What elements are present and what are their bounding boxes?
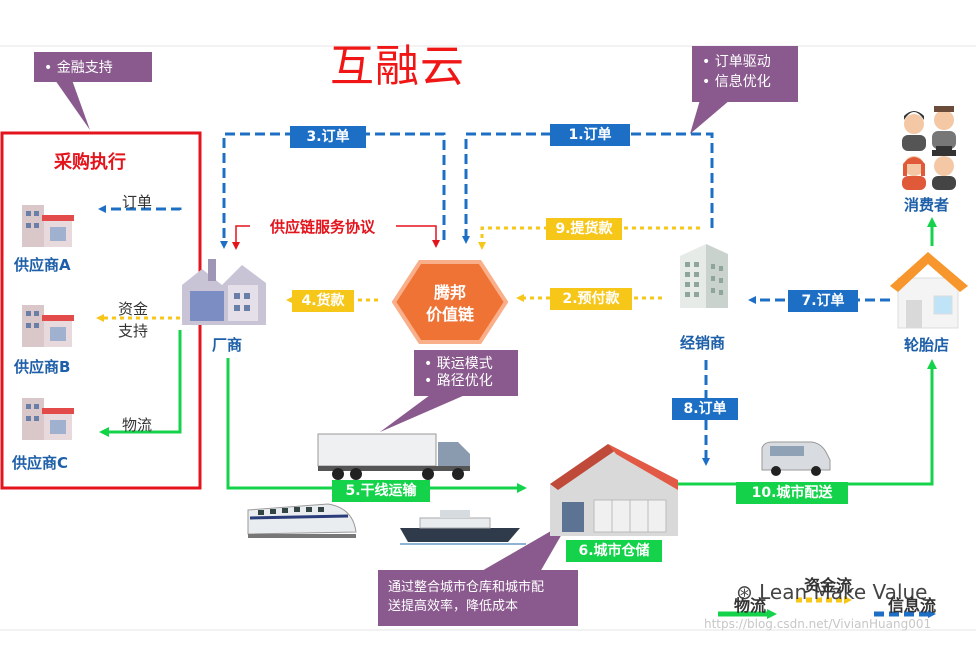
distributor-tower-icon xyxy=(680,244,728,308)
platform-hexagon xyxy=(391,260,509,344)
supplier-b-label: 供应商B xyxy=(14,358,71,376)
wechat-icon: ⊛ xyxy=(736,580,753,604)
flow-5-tag: 5.干线运输 xyxy=(332,480,430,502)
supplier-buildings xyxy=(22,205,74,440)
finance-callout: • 金融支持 xyxy=(34,52,152,82)
flow-1-tag: 1.订单 xyxy=(550,124,630,146)
flow-3-tag: 3.订单 xyxy=(290,126,366,148)
agreement-arrows xyxy=(232,225,440,250)
house-icon xyxy=(890,252,968,329)
supplier-b-building-icon xyxy=(22,305,74,347)
watermark: https://blog.csdn.net/VivianHuang001 xyxy=(704,617,932,631)
flow-10-tag: 10.城市配送 xyxy=(736,482,848,504)
van-icon xyxy=(761,441,831,476)
flow-4-tag: 4.货款 xyxy=(292,290,354,312)
transport-callout-pointer xyxy=(380,395,465,432)
consumers-icon xyxy=(902,106,956,190)
wechat-brand: ⊛ Lean Make Value xyxy=(736,580,928,604)
order-callout-pointer xyxy=(690,100,730,134)
factory-icon xyxy=(182,259,266,325)
platform-label: 腾邦 价值链 xyxy=(425,283,474,324)
service-agreement-label: 供应链服务协议 xyxy=(270,218,376,236)
truck-icon xyxy=(317,433,470,480)
supplier-order xyxy=(98,205,182,213)
supplier-logistics xyxy=(99,330,182,437)
legend xyxy=(718,596,936,619)
supplier-c-label: 供应商C xyxy=(12,454,69,472)
flow-6-tag: 6.城市仓储 xyxy=(566,540,662,562)
flow-9-pickup-payment xyxy=(478,226,700,250)
purchase-title: 采购执行 xyxy=(54,152,126,173)
finance-callout-pointer xyxy=(55,80,90,130)
flow-9-tag: 9.提货款 xyxy=(546,218,622,240)
legend-logistics-label: 物流 xyxy=(734,596,767,615)
supplier-a-building-icon xyxy=(22,205,74,247)
legend-capital-label: 资金流 xyxy=(804,576,853,595)
supplier-a-label: 供应商A xyxy=(14,256,71,274)
warehouse-icon xyxy=(550,444,678,536)
flow-2-tag: 2.预付款 xyxy=(550,288,632,310)
ship-icon xyxy=(400,510,526,545)
legend-info-label: 信息流 xyxy=(888,596,937,615)
manufacturer-label: 厂商 xyxy=(212,336,243,354)
consumer-label: 消费者 xyxy=(904,196,950,214)
supplier-order-label: 订单 xyxy=(122,193,153,211)
supplier-fund-label: 资金 支持 xyxy=(118,300,149,340)
flow-8-tag: 8.订单 xyxy=(672,398,738,420)
city-callout-pointer xyxy=(480,520,570,572)
distributor-label: 经销商 xyxy=(680,334,726,352)
flow-7-tag: 7.订单 xyxy=(788,290,858,312)
supplier-logistics-label: 物流 xyxy=(122,416,153,434)
order-drive-callout: • 订单驱动 • 信息优化 xyxy=(692,46,798,102)
transport-callout: • 联运模式 • 路径优化 xyxy=(414,350,518,396)
tire-shop-label: 轮胎店 xyxy=(904,336,950,354)
supplier-c-building-icon xyxy=(22,398,74,440)
page-title: 互融云 xyxy=(330,41,465,92)
train-icon xyxy=(247,503,357,538)
city-callout: 通过整合城市仓库和城市配 送提高效率，降低成本 xyxy=(378,570,578,626)
